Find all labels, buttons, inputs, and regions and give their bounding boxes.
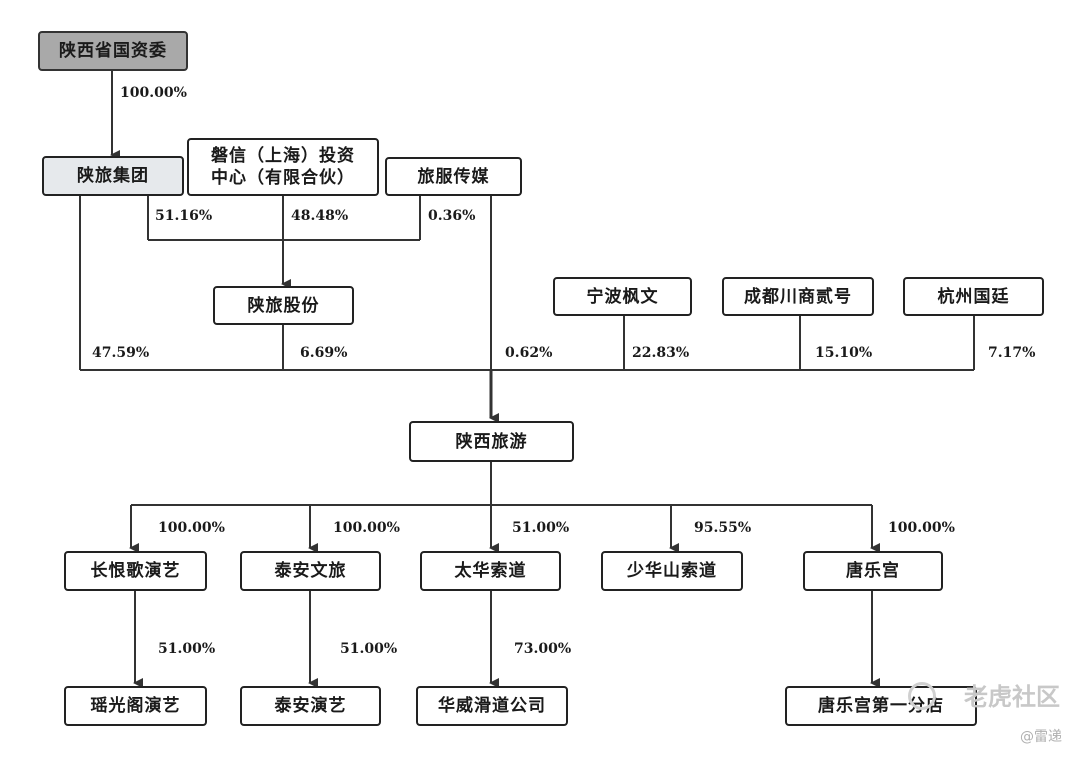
node-taian-yanyi: 泰安演艺	[240, 686, 381, 726]
pct-media-to-tourism: 0.62%	[505, 345, 553, 361]
node-taihua-suodao: 太华索道	[420, 551, 561, 591]
pct-ningbo-to-tourism: 22.83%	[632, 345, 690, 361]
node-yaoguangge: 瑶光阁演艺	[64, 686, 207, 726]
pct-tourism-to-changhen: 100.00%	[158, 520, 225, 536]
pct-media-to-shares: 0.36%	[428, 208, 476, 224]
node-lvfu-media: 旅服传媒	[385, 157, 522, 196]
node-qinan-wenlv: 泰安文旅	[240, 551, 381, 591]
pct-group-to-tourism: 47.59%	[92, 345, 150, 361]
node-huawei-huadao: 华威滑道公司	[416, 686, 568, 726]
pct-group-to-shares: 51.16%	[155, 208, 213, 224]
pct-tourism-to-qinan: 100.00%	[333, 520, 400, 536]
pct-taihua-to-huawei: 73.00%	[514, 641, 572, 657]
pct-hangzhou-to-tourism: 7.17%	[988, 345, 1036, 361]
pct-chengdu-to-tourism: 15.10%	[815, 345, 873, 361]
node-chengdu-chuanshang: 成都川商贰号	[722, 277, 874, 316]
watermark-main: 老虎社区	[964, 683, 1060, 711]
node-shaanlv-shares: 陕旅股份	[213, 286, 354, 325]
pct-tourism-to-shaohuashan: 95.55%	[694, 520, 752, 536]
node-panxin-shanghai: 磐信（上海）投资 中心（有限合伙）	[187, 138, 379, 196]
pct-sasac-to-group: 100.00%	[120, 85, 187, 101]
node-shaanxi-sasac: 陕西省国资委	[38, 31, 188, 71]
watermark-sub: @雷递	[1020, 729, 1062, 745]
node-ningbo-fengwen: 宁波枫文	[553, 277, 692, 316]
node-tang-palace: 唐乐宫	[803, 551, 943, 591]
pct-tourism-to-taihua: 51.00%	[512, 520, 570, 536]
pct-shares-to-tourism: 6.69%	[300, 345, 348, 361]
node-shaanlv-group: 陕旅集团	[42, 156, 184, 196]
pct-qinan-to-taian: 51.00%	[340, 641, 398, 657]
pct-changhen-to-yaoguang: 51.00%	[158, 641, 216, 657]
node-changhen-ge: 长恨歌演艺	[64, 551, 207, 591]
node-tang-palace-branch: 唐乐宫第一分店	[785, 686, 977, 726]
pct-tourism-to-tang: 100.00%	[888, 520, 955, 536]
node-hangzhou-guoting: 杭州国廷	[903, 277, 1044, 316]
node-shaanxi-tourism: 陕西旅游	[409, 421, 574, 462]
pct-panxin-to-shares: 48.48%	[291, 208, 349, 224]
watermark-logo-icon	[908, 682, 936, 710]
node-shaohuashan-suodao: 少华山索道	[601, 551, 743, 591]
